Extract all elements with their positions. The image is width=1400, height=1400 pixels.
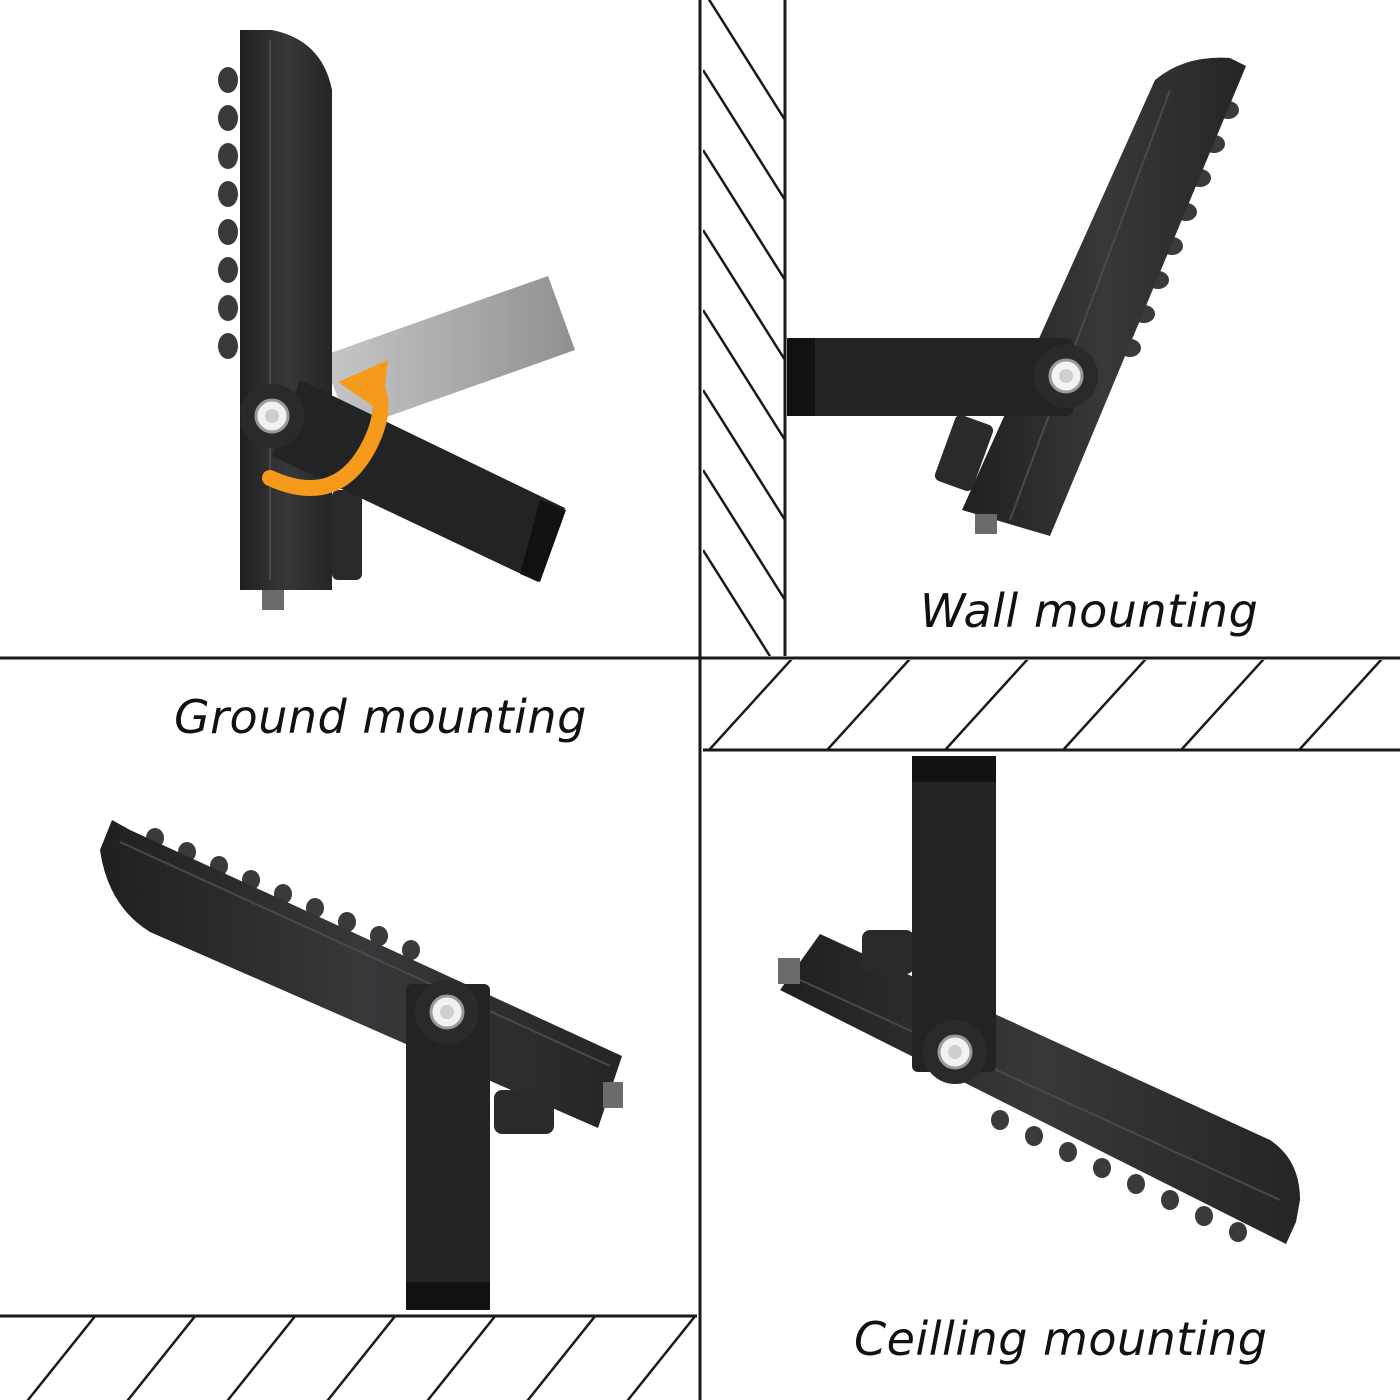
floodlight-ceiling: [778, 756, 1300, 1244]
floodlight-ground: [100, 820, 623, 1310]
light-body: [100, 820, 622, 1128]
ceiling-hatching: [707, 660, 1383, 750]
ghost-bracket: [322, 276, 575, 430]
wall-hatching: [703, 0, 785, 656]
ground-mounting-label: Ground mounting: [174, 690, 587, 744]
floodlight-wall: [787, 57, 1246, 536]
rotate-arrow-icon: [262, 360, 389, 496]
cable-gland: [778, 958, 800, 984]
led-bumps: [991, 1110, 1247, 1242]
light-body: [962, 57, 1246, 536]
ceiling-mounting-label: Ceilling mounting: [854, 1312, 1268, 1366]
cable-gland: [262, 590, 284, 610]
floodlight-ground-rotation: [218, 30, 575, 610]
led-bumps: [218, 67, 238, 359]
mounting-bracket: [787, 338, 1073, 416]
mounting-bracket: [406, 984, 490, 1310]
floor-hatching: [26, 1316, 697, 1400]
cable-gland: [975, 514, 997, 534]
mounting-bracket: [272, 380, 565, 582]
light-body: [240, 30, 332, 590]
mounting-bracket: [912, 756, 996, 1072]
cable-gland: [603, 1082, 623, 1108]
wall-mounting-label: Wall mounting: [920, 584, 1259, 638]
